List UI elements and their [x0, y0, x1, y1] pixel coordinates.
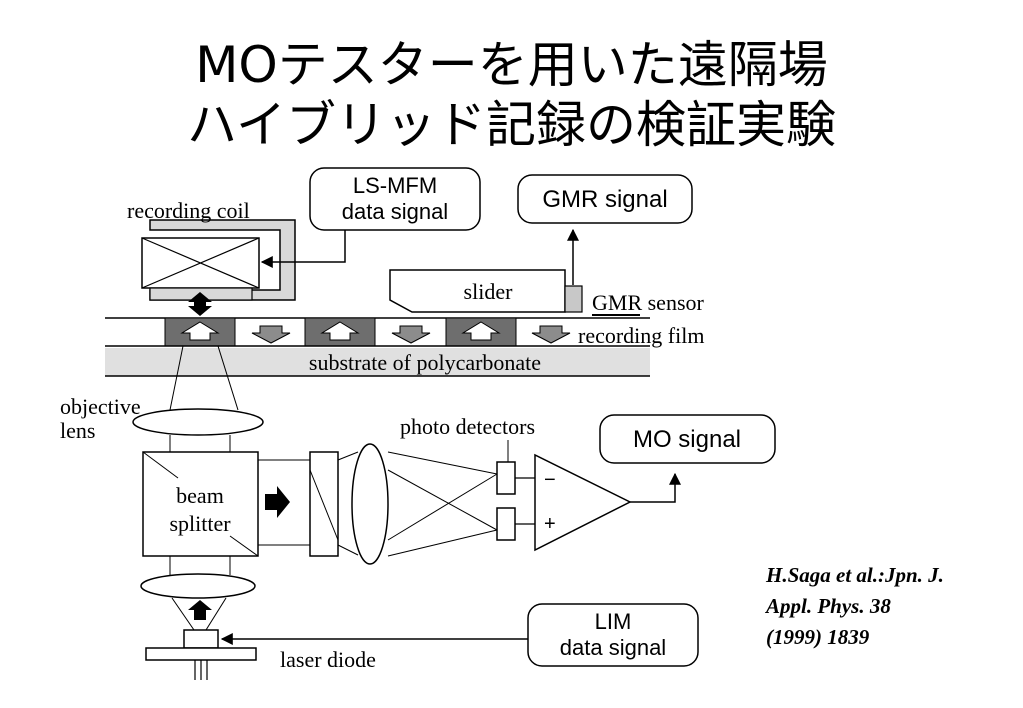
recording-coil — [141, 219, 296, 301]
collimator-lens — [140, 573, 256, 599]
lim-signal-box: LIM data signal — [527, 603, 699, 667]
recording-coil-label: recording coil — [127, 198, 250, 223]
citation-line3: (1999) 1839 — [766, 625, 870, 649]
mo-signal-label: MO signal — [633, 426, 741, 453]
differential-amplifier: − + — [534, 453, 632, 552]
polarizing-prism — [309, 451, 339, 557]
lim-label-line1: LIM — [595, 609, 632, 634]
ls-mfm-signal-line — [260, 230, 346, 268]
laser-diode-label: laser diode — [280, 647, 376, 672]
beam-direction-arrow — [265, 486, 290, 518]
laser-diode — [145, 629, 257, 680]
slider: slider — [389, 269, 583, 313]
lim-label-line2: data signal — [560, 635, 666, 660]
beam-splitter-label-line1: beam — [176, 483, 224, 508]
ls-mfm-signal-box: LS-MFM data signal — [309, 167, 481, 231]
mo-signal-line — [630, 472, 681, 503]
photo-detectors-label: photo detectors — [400, 414, 535, 439]
condensing-lens — [351, 443, 389, 565]
amplifier-plus: + — [544, 513, 556, 535]
slider-label: slider — [464, 279, 514, 304]
objective-lens — [132, 408, 264, 436]
coil-field-double-arrow — [188, 292, 212, 316]
beam-splitter: beam splitter — [142, 451, 259, 557]
gmr-signal-label: GMR signal — [542, 186, 667, 213]
slide-title-line2: ハイブリッド記録の検証実験 — [187, 96, 836, 154]
gmr-sensor-element — [564, 285, 583, 313]
ls-mfm-label-line2: data signal — [342, 199, 448, 224]
citation: H.Saga et al.:Jpn. J. Appl. Phys. 38 (19… — [766, 560, 1006, 653]
amplifier-minus: − — [544, 469, 556, 491]
objective-label-line2: lens — [60, 418, 95, 443]
detector-beams — [337, 451, 498, 557]
photo-detector-bottom — [496, 507, 516, 541]
citation-line1: H.Saga et al.:Jpn. J. — [766, 563, 944, 587]
ls-mfm-label-line1: LS-MFM — [353, 173, 437, 198]
citation-line2: Appl. Phys. 38 — [766, 594, 891, 618]
objective-label-line1: objective — [60, 394, 141, 419]
slide-title-line1: MOテスターを用いた遠隔場 — [195, 36, 828, 94]
substrate-label: substrate of polycarbonate — [309, 350, 541, 375]
gmr-signal-box: GMR signal — [517, 174, 693, 224]
substrate-layer: substrate of polycarbonate — [105, 348, 650, 377]
recording-film-label: recording film — [578, 323, 704, 348]
recording-film — [105, 317, 650, 347]
photo-detector-top — [496, 461, 516, 495]
mo-signal-box: MO signal — [599, 414, 776, 464]
laser-beam-arrow — [188, 600, 212, 620]
gmr-sensor-label: GMR sensor — [592, 290, 705, 315]
focused-beam — [169, 345, 239, 411]
beam-splitter-label-line2: splitter — [169, 511, 231, 536]
